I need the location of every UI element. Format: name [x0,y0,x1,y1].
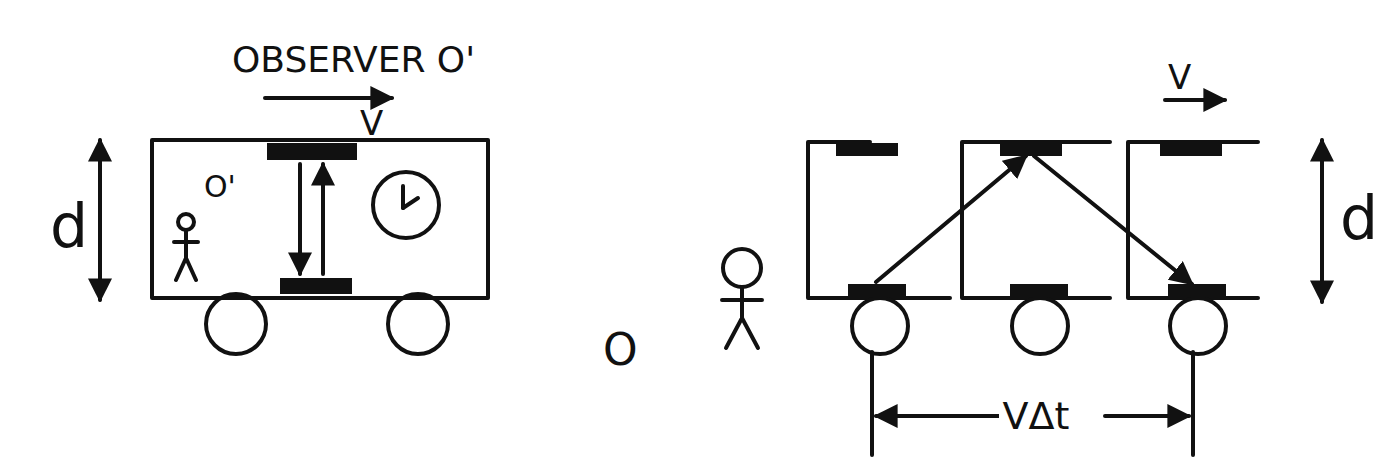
mirror [1000,143,1062,156]
train-car [1128,142,1258,298]
mirror [836,143,898,156]
dimension-arrow [876,414,1000,418]
light-ray [321,164,325,274]
mirror [848,284,906,297]
mirror [1010,284,1068,297]
dimension-label: VΔt [999,397,1074,435]
mirror [1168,284,1226,297]
clock [373,172,439,238]
light-ray [298,164,302,274]
observer-title: OBSERVER O' [232,42,475,78]
velocity-symbol: V [360,106,383,140]
train-car [808,142,950,298]
dimension-tick [870,352,874,455]
observer-figure [178,214,194,230]
mirror [1160,143,1222,156]
wheel [1012,298,1068,354]
distance-symbol: d [1340,188,1378,248]
observer-label: O [603,328,638,372]
mirror [267,143,357,160]
observer-figure [722,287,762,348]
light-ray [1034,156,1192,284]
dimension-arrow [1320,140,1324,302]
train-car [152,140,488,298]
observer-label: O' [204,172,236,202]
velocity-arrow [1165,98,1225,102]
mirror [280,278,352,294]
dimension-arrow [98,140,102,300]
train-car [962,142,1110,298]
observer-figure [174,230,198,280]
velocity-arrow [265,96,392,100]
dimension-tick [1191,352,1195,455]
wheel [1170,298,1226,354]
clock-hand [403,198,418,208]
wheel [206,294,266,354]
light-ray [876,156,1026,282]
distance-symbol: d [50,196,88,256]
velocity-symbol: V [1168,60,1191,94]
dimension-arrow [1105,414,1189,418]
observer-figure [723,249,761,287]
wheel [852,298,908,354]
wheel [388,294,448,354]
